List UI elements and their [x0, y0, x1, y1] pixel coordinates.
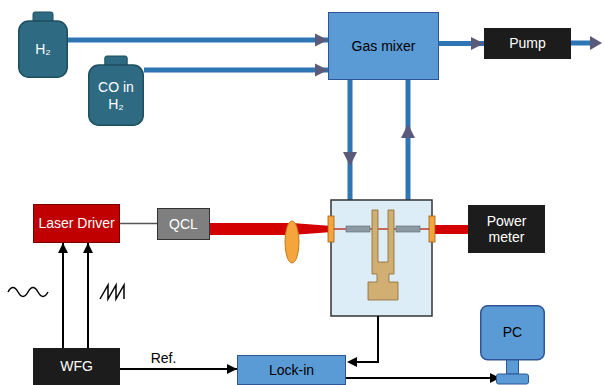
sawtooth-symbol [100, 285, 124, 299]
pump-box: Pump [484, 28, 571, 59]
node-label: H₂ [35, 41, 51, 57]
node-label: WFG [60, 358, 93, 374]
node-label: QCL [169, 216, 198, 232]
signal-line [62, 243, 64, 348]
signal-arrow [347, 357, 357, 367]
monitor-stand [507, 360, 519, 374]
gas-cylinder: H₂ [18, 12, 68, 78]
flow-arrow [343, 152, 357, 166]
laser-beam [210, 223, 292, 235]
lens [285, 221, 299, 263]
sine-symbol [8, 288, 48, 297]
gas-pipe [144, 68, 328, 73]
monitor-base [497, 374, 529, 384]
tuning-fork [368, 210, 398, 300]
gas-pipe-out [406, 80, 411, 200]
cell-window [328, 216, 334, 242]
cylinder-body [89, 65, 144, 125]
node-label: Gas mixer [352, 38, 416, 54]
lock-in-box: Lock-in [237, 355, 346, 385]
exhaust-arrow [590, 36, 602, 50]
signal-line [87, 243, 89, 348]
wfg-box: WFG [33, 348, 120, 385]
node-label: Laser Driver [38, 215, 114, 231]
signal-line [120, 223, 157, 225]
qcl-box: QCL [157, 208, 210, 240]
node-label: Lock-in [269, 362, 314, 378]
pc-monitor: PC [480, 305, 545, 385]
power-meter-box: Power meter [468, 205, 545, 253]
signal-line [346, 377, 500, 379]
gas-pipe [439, 41, 484, 46]
laser-beam [432, 225, 468, 234]
node-label: Power meter [474, 213, 540, 245]
gas-pipe [68, 38, 328, 43]
resonator-tube [346, 226, 370, 232]
resonator-tube [396, 226, 420, 232]
exhaust-pipe [571, 41, 592, 46]
signal-wire [356, 316, 378, 362]
flow-arrow [401, 124, 415, 138]
node-label: CO in H₂ [94, 79, 138, 111]
monitor-outline [480, 305, 545, 385]
gas-cylinder: CO in H₂ [88, 56, 144, 126]
gas-cell [331, 200, 432, 316]
cylinder-body [19, 21, 68, 77]
edge-label: Ref. [149, 350, 179, 366]
gas-mixer-box: Gas mixer [328, 12, 439, 80]
node-label: PC [503, 324, 522, 340]
laser-driver-box: Laser Driver [33, 204, 120, 243]
signal-line [120, 368, 237, 370]
cell-window [429, 216, 435, 242]
node-label: Pump [509, 35, 546, 51]
gas-pipe-in [348, 80, 353, 200]
monitor-screen [481, 306, 545, 360]
